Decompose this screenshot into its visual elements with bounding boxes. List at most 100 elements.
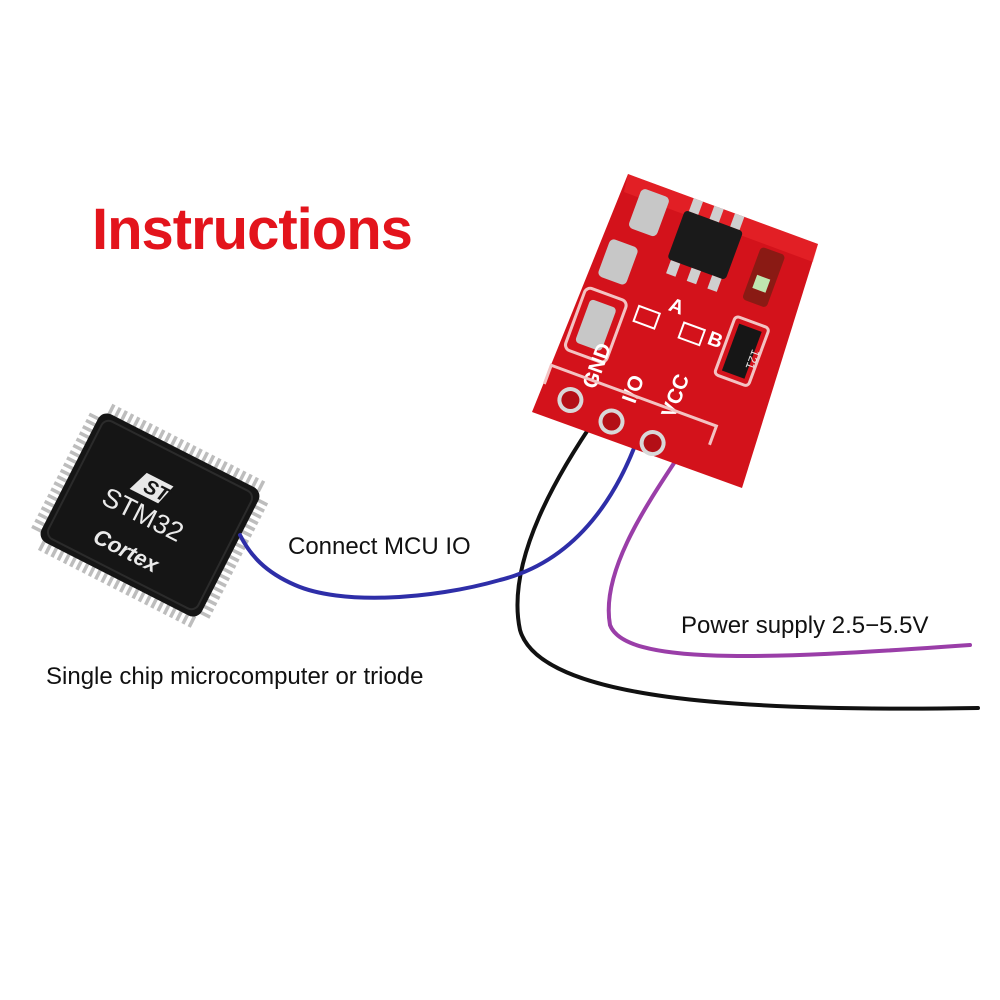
chip-pin <box>201 603 215 613</box>
chip-pin <box>246 516 259 526</box>
chip-pin <box>113 406 122 420</box>
chip-pin <box>112 577 122 590</box>
chip-body-edge <box>46 419 254 611</box>
pad-top-left <box>629 189 669 237</box>
chip-pin <box>211 585 224 594</box>
chip-pin <box>125 413 135 426</box>
touch-sensor-module-icon: 121 A B GND I/O VCC <box>532 174 818 488</box>
chip-pin <box>66 456 79 465</box>
jumper-label-b: B <box>705 328 726 354</box>
ic-chip <box>668 211 743 280</box>
chip-pin <box>225 464 235 477</box>
chip-pin <box>181 612 190 625</box>
jumper-label-a: A <box>666 294 687 320</box>
chip-pin <box>125 583 134 597</box>
pin-hole-gnd <box>557 387 584 414</box>
chip-pin <box>219 461 228 474</box>
led <box>742 247 785 307</box>
chip-pin <box>62 551 72 565</box>
jumper-a <box>632 304 662 330</box>
ic-pin <box>707 275 722 292</box>
chip-pin <box>82 425 95 434</box>
pin-hole-vcc <box>639 430 666 457</box>
chip-pin <box>59 468 73 478</box>
chip-pin <box>85 418 98 428</box>
chip-pin <box>150 596 159 609</box>
chip-body <box>40 413 260 617</box>
resistor <box>721 323 762 379</box>
chip-pin <box>106 403 116 417</box>
chip-pin <box>72 443 85 453</box>
chip-pin <box>94 567 103 581</box>
chip-pin <box>56 474 69 484</box>
chip-pin <box>175 609 184 622</box>
pcb-highlight <box>624 174 818 262</box>
chip-pin <box>62 462 76 472</box>
chip-pin <box>231 467 241 480</box>
chip-pin <box>252 504 265 513</box>
chip-pin <box>200 451 210 464</box>
chip-pin <box>239 529 253 538</box>
chip-pin <box>47 493 60 503</box>
chip-pin <box>214 579 227 588</box>
chip-pin <box>162 602 172 616</box>
chip-pin <box>81 561 91 574</box>
pad-bottom-left <box>575 299 616 351</box>
pad-mid-left <box>598 239 638 285</box>
chip-pin <box>250 476 259 490</box>
chip-pin <box>205 597 218 607</box>
chip-pin <box>144 422 153 436</box>
chip-pin <box>131 416 141 429</box>
chip-pin <box>169 435 178 448</box>
pin-hole-io <box>598 408 625 435</box>
chip-pin <box>138 419 147 432</box>
mcu-chip-icon: ST STM32 Cortex <box>31 403 269 628</box>
ic-pin <box>709 205 724 223</box>
chip-pin <box>37 539 47 552</box>
chip-pin <box>150 426 160 439</box>
chip-pin <box>243 522 256 532</box>
chip-pin <box>75 558 84 571</box>
jumper-b <box>677 321 707 347</box>
chip-pin <box>233 541 246 551</box>
power-supply-label: Power supply 2.5−5.5V <box>681 612 929 639</box>
ic-pin <box>666 260 681 277</box>
chip-pin <box>50 545 59 558</box>
chip-pin <box>40 506 53 515</box>
chip-pin <box>87 564 97 577</box>
chip-pin <box>237 470 247 483</box>
header-outline <box>542 363 719 446</box>
resistor-code: 121 <box>742 348 762 372</box>
chip-pin <box>249 510 262 519</box>
chip-pin <box>156 599 165 612</box>
chip-pin <box>156 429 166 442</box>
chip-pin <box>44 542 53 555</box>
chip-pin <box>143 593 153 606</box>
chip-pin <box>198 610 211 619</box>
chip-pin <box>119 410 128 423</box>
chip-pin <box>50 487 63 496</box>
chip-pin <box>212 457 222 471</box>
chip-pin <box>187 615 197 628</box>
chip-pin <box>69 555 78 568</box>
silkscreen-outline <box>563 286 628 364</box>
chip-pin <box>137 590 147 603</box>
chip-pin <box>230 547 243 557</box>
chip-pin <box>131 586 141 600</box>
vcc-wire <box>606 446 972 658</box>
ic-pin <box>688 198 704 215</box>
chip-pin <box>34 518 47 528</box>
chip-pin <box>106 574 116 587</box>
chip-pins <box>31 403 269 628</box>
chip-pin <box>168 605 178 619</box>
chip-pin <box>78 431 92 440</box>
chip-pin <box>175 438 185 452</box>
chip-pin <box>88 412 101 422</box>
io-connection-label: Connect MCU IO <box>288 533 471 560</box>
chip-pin <box>100 571 109 584</box>
chip-pin <box>37 512 50 521</box>
chip-pin <box>43 499 57 509</box>
chip-pin <box>227 554 240 563</box>
chip-pin <box>163 432 172 445</box>
